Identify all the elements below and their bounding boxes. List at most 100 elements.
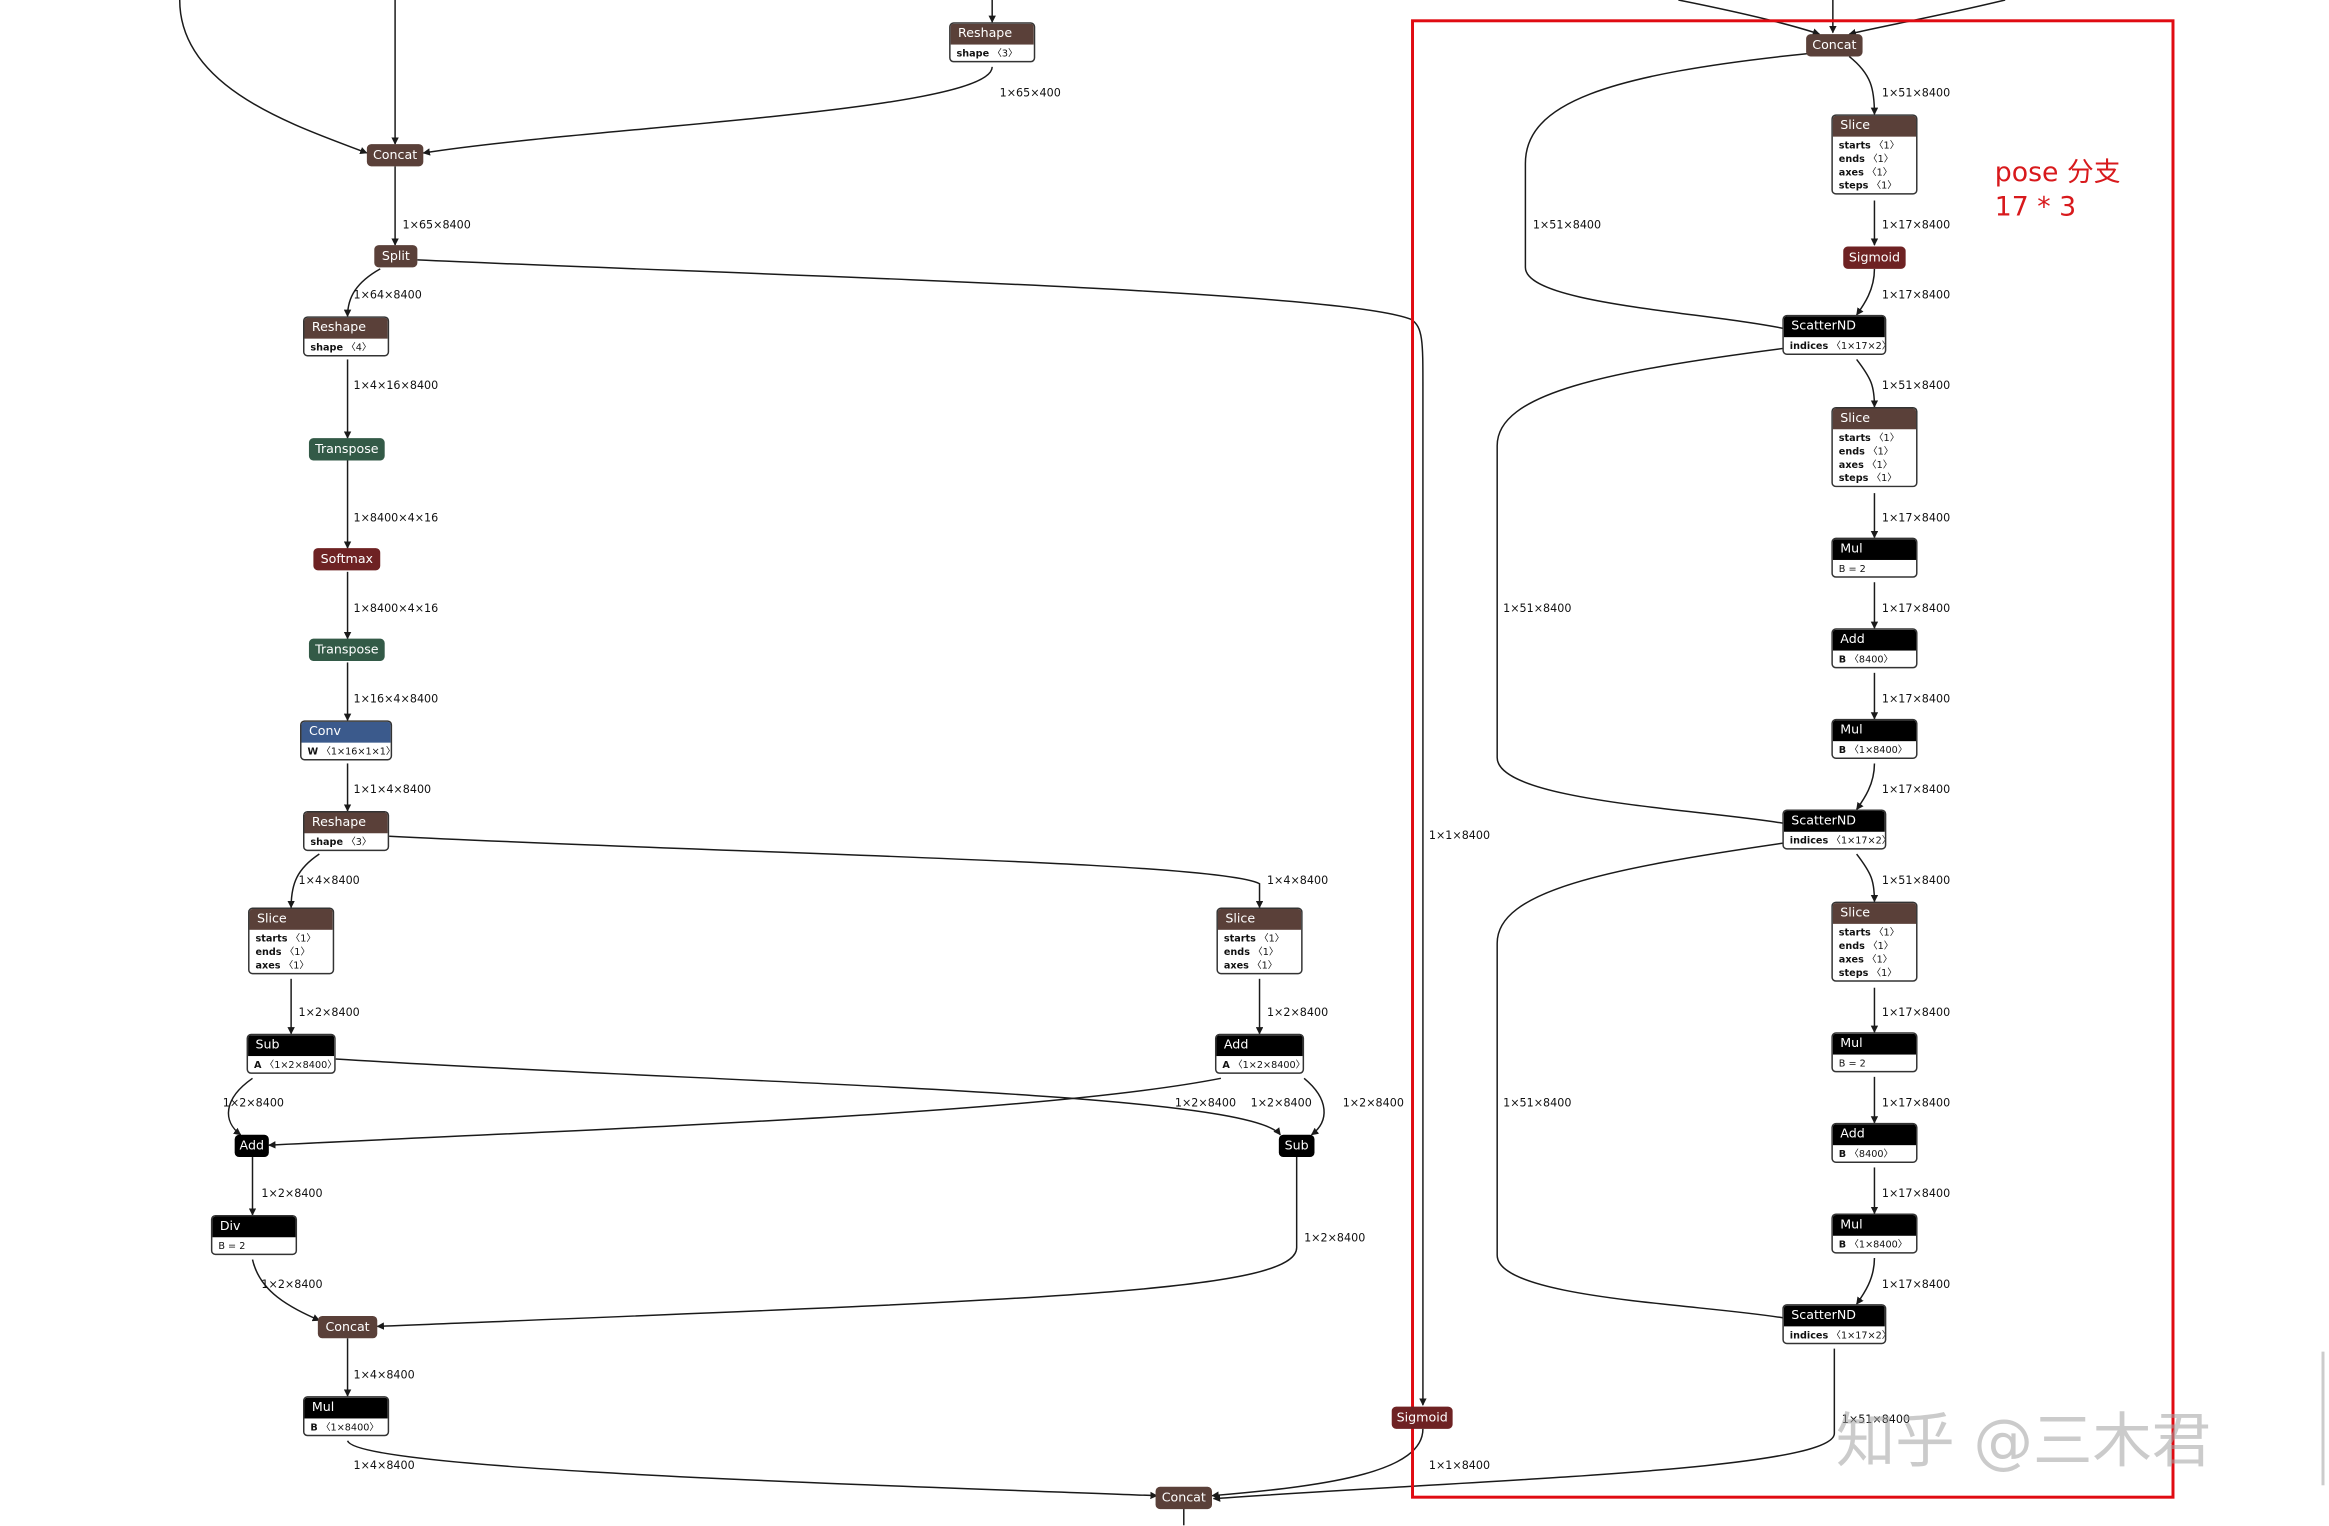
attribute-value: 〈1〉 [1866,458,1893,471]
node-attributes: B 〈1×8400〉 [1833,741,1916,757]
node-attributes: B 〈1×8400〉 [304,1418,387,1434]
node-transpose1[interactable]: Transpose [308,438,385,461]
attribute-value: 〈1〉 [284,946,311,959]
node-split[interactable]: Split [374,245,418,268]
attribute-key: steps [1838,966,1869,979]
attribute-key: starts [1223,932,1256,945]
node-add-l[interactable]: Add [234,1134,269,1158]
node-attribute-row: ends 〈1〉 [1833,153,1916,166]
node-attributes: B = 2 [212,1237,295,1253]
node-title: Slice [1832,408,1917,430]
node-attribute-row: starts 〈1〉 [250,933,333,946]
edge-label-e-reshape-slice-l: 1×4×8400 [298,873,360,887]
edge-label-e-mul-concat: 1×4×8400 [353,1458,415,1472]
attribute-value: 〈3〉 [346,836,372,849]
edge-psigmoid-scatter [1856,268,1876,316]
attribute-value: 〈1〉 [1866,166,1893,179]
edge-label-e-transpose-softmax: 1×8400×4×16 [353,510,439,525]
node-title: Slice [1217,909,1302,930]
node-title: Mul [304,1397,388,1419]
node-sub-r[interactable]: Sub [1278,1134,1315,1158]
edge-pscatter-slice2 [1856,358,1879,408]
node-transpose2[interactable]: Transpose [308,638,385,661]
node-attribute-plain: B = 2 [1838,1057,1866,1070]
attribute-key: B [1838,744,1847,757]
node-attribute-row: shape 〈3〉 [304,836,387,849]
edge-label-p-bypass1: 1×51×8400 [1532,218,1602,232]
node-attribute-row: indices 〈1×17×2〉 [1784,1329,1885,1342]
node-attributes: B = 2 [1833,560,1916,576]
edge-label-e-slice-add: 1×2×8400 [1266,1005,1329,1019]
node-title: Add [1832,1124,1917,1146]
edge-label-p-sigmoid-scatter: 1×17×8400 [1881,288,1951,302]
node-attribute-row: axes 〈1〉 [1833,954,1916,967]
node-attribute-row: ends 〈1〉 [250,946,333,959]
node-p-concat[interactable]: Concat [1806,34,1863,57]
edge-in-a [178,0,368,155]
edge-label-e-conv-reshape: 1×1×4×8400 [353,782,432,797]
node-attribute-row: B 〈1×8400〉 [1833,1239,1916,1252]
node-title: Conv [301,721,391,743]
node-attribute-row: ends 〈1〉 [1218,946,1301,959]
node-title: ScatterND [1783,810,1885,832]
node-p-sigmoid[interactable]: Sigmoid [1843,246,1906,269]
node-sigmoid-mid[interactable]: Sigmoid [1391,1406,1453,1429]
node-concat1[interactable]: Concat [366,144,424,167]
node-attribute-row: A 〈1×2×8400〉 [1216,1059,1302,1072]
attribute-value: 〈1〉 [1871,472,1897,485]
attribute-key: B [1838,653,1847,666]
attribute-key: A [1222,1059,1230,1071]
attribute-key: B [310,1421,318,1434]
edge-label-p-mul3-add: 1×17×8400 [1881,1096,1951,1110]
attribute-key: ends [1223,946,1250,959]
node-attribute-plain: B = 2 [218,1240,246,1253]
pose-branch-annotation: pose 分支 17 * 3 [1995,156,2121,224]
attribute-key: steps [1838,179,1869,192]
edge-split-sigmoid [417,259,1427,1406]
attribute-key: indices [1789,1329,1829,1342]
node-title: Slice [249,909,333,930]
node-attributes: indices 〈1×17×2〉 [1784,832,1885,848]
edge-label-p-bypass3: 1×51×8400 [1503,1096,1572,1110]
edge-label-e-transpose-conv: 1×16×4×8400 [353,692,439,706]
node-attributes: indices 〈1×17×2〉 [1784,1326,1885,1342]
scrollbar-edge[interactable] [2321,1351,2325,1486]
edge-mul-concat [346,1440,1158,1500]
attribute-value: 〈1〉 [1871,179,1897,192]
edge-div-concat [251,1259,321,1322]
node-attributes: B 〈8400〉 [1833,1145,1916,1161]
node-attributes: starts 〈1〉ends 〈1〉axes 〈1〉steps 〈1〉 [1833,924,1916,980]
node-concat-bottom[interactable]: Concat [1155,1486,1213,1510]
node-softmax[interactable]: Softmax [313,548,381,571]
node-concat2[interactable]: Concat [317,1315,378,1339]
attribute-value: 〈1〉 [1867,152,1894,165]
edge-pmul2-scatter [1856,763,1876,811]
edge-reshape-concat [422,66,993,156]
edge-pcat-slice [1848,55,1879,116]
attribute-value: 〈8400〉 [1849,653,1894,666]
